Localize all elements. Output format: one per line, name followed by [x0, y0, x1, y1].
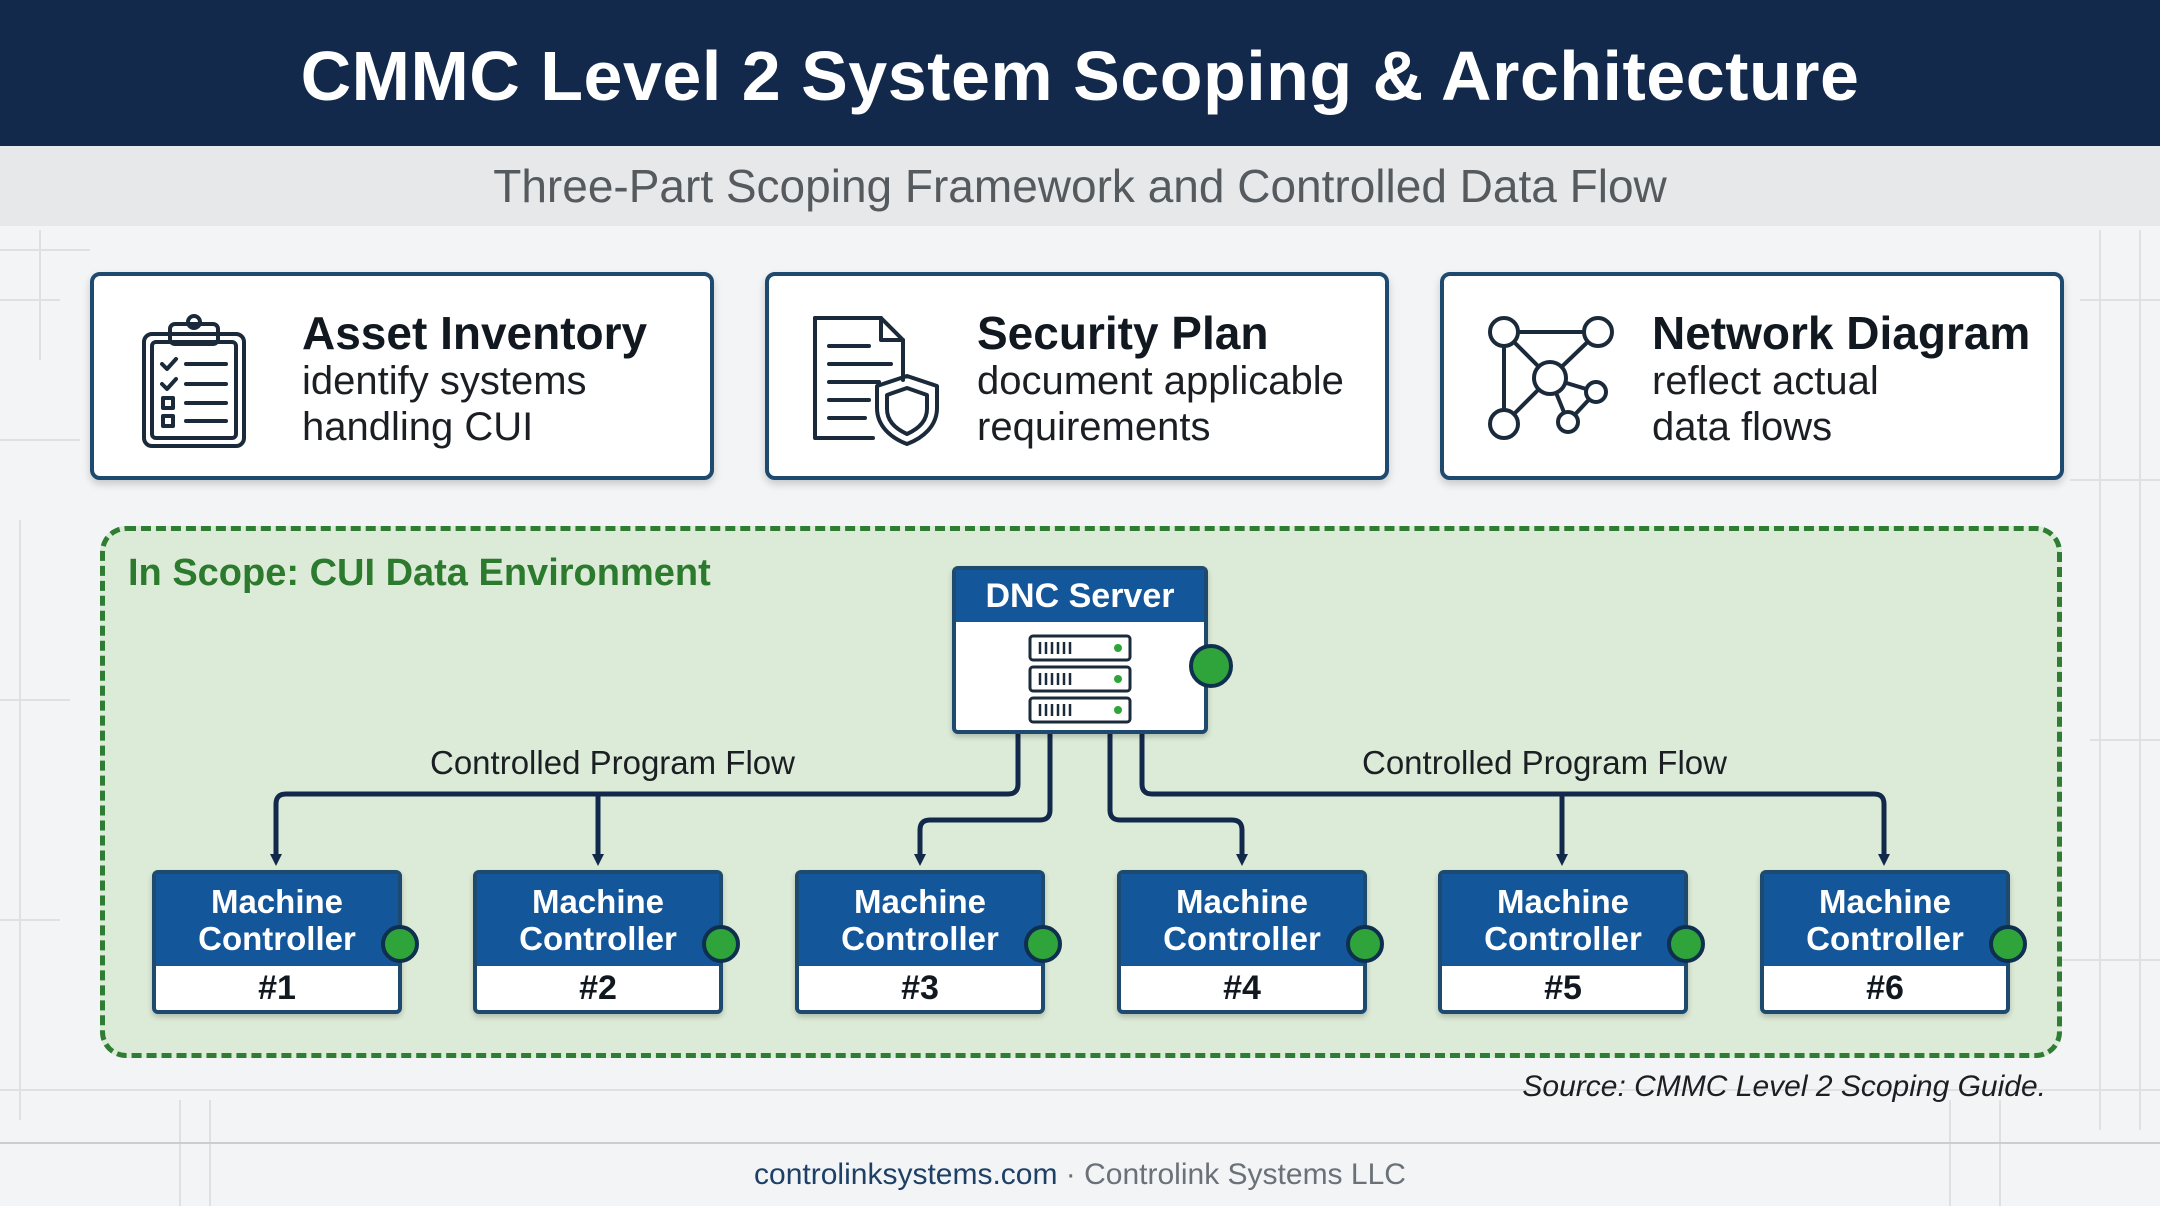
- controller-6-status-indicator: [1989, 925, 2027, 963]
- footer-website-link[interactable]: controlinksystems.com: [754, 1158, 1058, 1191]
- controller-label-line2: Controller: [198, 920, 356, 957]
- controller-label-line2: Controller: [1484, 920, 1642, 957]
- card-security-plan: Security Plan document applicable requir…: [765, 272, 1389, 480]
- controller-1-status-indicator: [381, 925, 419, 963]
- card-description-line2: data flows: [1652, 405, 1833, 449]
- card-description-line1: reflect actual: [1652, 359, 1879, 403]
- controller-4-status-indicator: [1346, 925, 1384, 963]
- scope-label: In Scope: CUI Data Environment: [128, 552, 711, 594]
- card-description-line1: identify systems: [302, 359, 587, 403]
- card-title: Asset Inventory: [302, 307, 648, 359]
- card-description-line2: handling CUI: [302, 405, 534, 449]
- subtitle-bar: Three-Part Scoping Framework and Control…: [0, 146, 2160, 226]
- card-asset-inventory: Asset Inventory identify systems handlin…: [90, 272, 714, 480]
- controller-number: #1: [258, 968, 296, 1007]
- card-description-line2: requirements: [977, 405, 1211, 449]
- connector-to-controller-3: [914, 732, 1053, 866]
- footer-divider: [0, 1142, 2160, 1144]
- controller-label-line1: Machine: [1818, 883, 1952, 920]
- card-title: Network Diagram: [1652, 307, 2031, 359]
- dnc-server-label: DNC Server: [956, 570, 1204, 622]
- connector-to-controller-6: [1139, 732, 1890, 866]
- flow-label-right: Controlled Program Flow: [1362, 744, 1727, 781]
- controller-label-line1: Machine: [1175, 883, 1309, 920]
- network-nodes-icon: [1488, 316, 1614, 440]
- connector-to-controller-4: [1107, 732, 1248, 866]
- dnc-status-indicator: [1189, 644, 1233, 688]
- controller-label-line1: Machine: [853, 883, 987, 920]
- controller-label-line2: Controller: [841, 920, 999, 957]
- document-shield-icon: [813, 316, 939, 446]
- controller-label-line2: Controller: [1806, 920, 1964, 957]
- controller-2-status-indicator: [702, 925, 740, 963]
- card-network-diagram: Network Diagram reflect actual data flow…: [1440, 272, 2064, 480]
- controller-3-status-indicator: [1024, 925, 1062, 963]
- header-banner: CMMC Level 2 System Scoping & Architectu…: [0, 0, 2160, 146]
- controller-label-line2: Controller: [519, 920, 677, 957]
- server-rack-icon: [1028, 634, 1132, 724]
- controller-label-line1: Machine: [1496, 883, 1630, 920]
- controller-number: #6: [1866, 968, 1904, 1007]
- page-title: CMMC Level 2 System Scoping & Architectu…: [300, 37, 1860, 115]
- controller-5-status-indicator: [1667, 925, 1705, 963]
- controller-number: #5: [1544, 968, 1582, 1007]
- footer-company-name: Controlink Systems LLC: [1084, 1158, 1406, 1191]
- controller-number: #2: [579, 968, 617, 1007]
- page-subtitle: Three-Part Scoping Framework and Control…: [493, 160, 1667, 212]
- clipboard-checklist-icon: [142, 314, 246, 448]
- controller-label-line2: Controller: [1163, 920, 1321, 957]
- source-citation: Source: CMMC Level 2 Scoping Guide.: [1522, 1070, 2046, 1103]
- controller-number: #3: [901, 968, 939, 1007]
- footer-separator: ·: [1057, 1158, 1085, 1191]
- flow-label-left: Controlled Program Flow: [430, 744, 795, 781]
- card-description-line1: document applicable: [977, 359, 1344, 403]
- footer: controlinksystems.com · Controlink Syste…: [0, 1158, 2160, 1192]
- dnc-server-node: DNC Server: [952, 566, 1208, 734]
- connector-to-controller-1: [270, 732, 1021, 866]
- controller-label-line1: Machine: [210, 883, 344, 920]
- controller-number: #4: [1223, 968, 1261, 1007]
- controller-label-line1: Machine: [531, 883, 665, 920]
- card-title: Security Plan: [977, 307, 1269, 359]
